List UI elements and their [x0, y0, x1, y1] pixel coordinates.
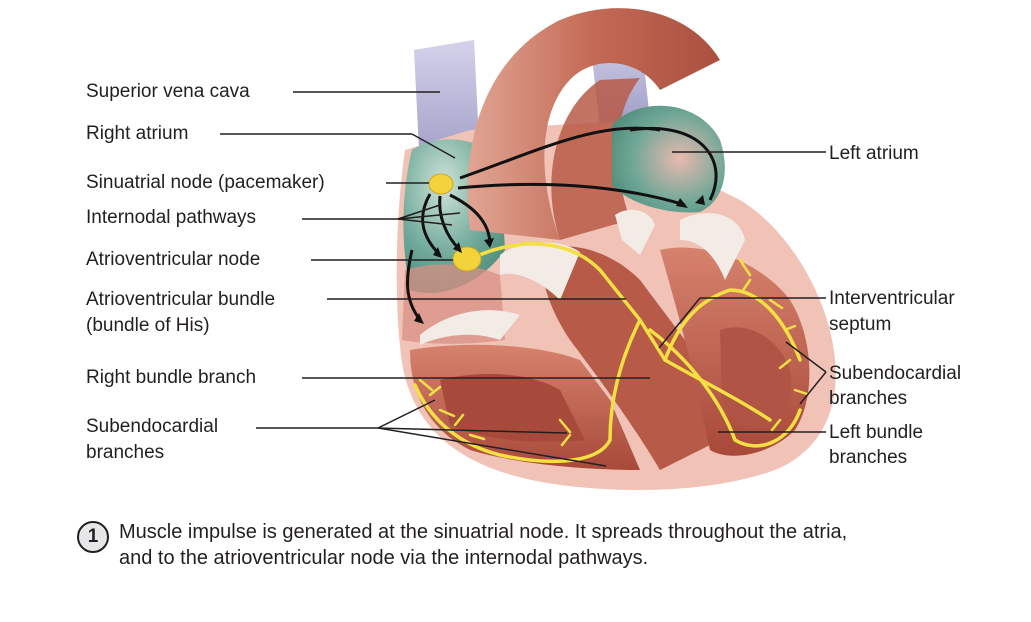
subendocardial-fibers-right: [738, 258, 809, 432]
left-ventricle-lumen: [720, 327, 792, 429]
right-ventricle-lumen: [440, 374, 585, 442]
leader-subendo-left-a: [377, 399, 436, 429]
atrioventricular-node: [452, 246, 482, 272]
label-left-bundle-2: branches: [829, 447, 908, 468]
leader-subendo-right-b: [799, 371, 827, 405]
pulmonary-valve: [500, 242, 580, 300]
aorta: [467, 8, 720, 241]
his-bundle-path: [466, 242, 667, 362]
mitral-valve: [680, 212, 745, 280]
label-subendocardial-left-2: branches: [86, 442, 165, 463]
tricuspid-valve: [420, 310, 520, 345]
septum-muscle: [540, 246, 720, 470]
arrow-ra-down: [406, 249, 422, 321]
label-interventricular-septum-2: septum: [829, 314, 892, 335]
arrowhead-1: [695, 195, 705, 205]
arrow-internodal-1: [449, 193, 492, 246]
label-atrioventricular-node: Atrioventricular node: [86, 249, 261, 270]
label-sinuatrial-node: Sinuatrial node (pacemaker): [86, 172, 325, 193]
caption-line-1: Muscle impulse is generated at the sinua…: [119, 521, 848, 543]
arrowhead-3: [484, 238, 494, 248]
leader-internodal-c: [397, 218, 453, 226]
label-subendocardial-left-1: Subendocardial: [86, 416, 219, 437]
leader-subendo-right-a: [785, 341, 827, 373]
leader-internodal-b: [397, 212, 461, 220]
label-interventricular-septum-1: Interventricular: [829, 288, 955, 309]
leader-subendo-left-c: [377, 427, 607, 467]
leader-subendo-left-b: [377, 427, 568, 434]
left-atrium-chamber: [612, 105, 725, 213]
label-right-atrium: Right atrium: [86, 123, 189, 144]
arrowhead-4: [453, 242, 462, 253]
label-internodal-pathways: Internodal pathways: [86, 207, 257, 228]
arrow-la-down: [629, 127, 718, 201]
arrowhead-5: [433, 247, 442, 258]
aortic-valve: [615, 209, 655, 255]
leader-septum-diag: [658, 297, 701, 349]
arrowheads: [414, 195, 705, 324]
leader-right-atrium-diag: [411, 133, 456, 159]
label-bundle-of-his: (bundle of His): [86, 315, 210, 336]
left-bundle-branch-path-3: [663, 288, 802, 362]
subendocardial-fibers-left: [418, 378, 572, 447]
label-left-atrium: Left atrium: [829, 143, 919, 164]
arrowhead-2: [676, 198, 688, 208]
label-atrioventricular-bundle: Atrioventricular bundle: [86, 289, 276, 310]
caption-text: Muscle impulse is generated at the sinua…: [119, 519, 999, 571]
pulmonary-trunk: [551, 78, 640, 240]
left-bundle-branch-path-2: [663, 358, 772, 422]
leader-internodal-a: [397, 204, 441, 220]
left-bundle-branch-path: [648, 328, 802, 448]
arrow-to-la-lower: [457, 182, 686, 207]
label-subendocardial-right-2: branches: [829, 388, 908, 409]
sinuatrial-node: [428, 173, 454, 195]
caption-line-2: and to the atrioventricular node via the…: [119, 547, 649, 569]
leader-lines: [220, 91, 827, 467]
label-subendocardial-right-1: Subendocardial: [829, 363, 962, 384]
label-right-bundle-branch: Right bundle branch: [86, 367, 257, 388]
step-number-badge: 1: [77, 521, 109, 553]
label-left-bundle-1: Left bundle: [829, 422, 924, 443]
label-superior-vena-cava: Superior vena cava: [86, 81, 250, 102]
arrowhead-6: [414, 313, 424, 324]
arrow-internodal-3: [421, 193, 442, 257]
